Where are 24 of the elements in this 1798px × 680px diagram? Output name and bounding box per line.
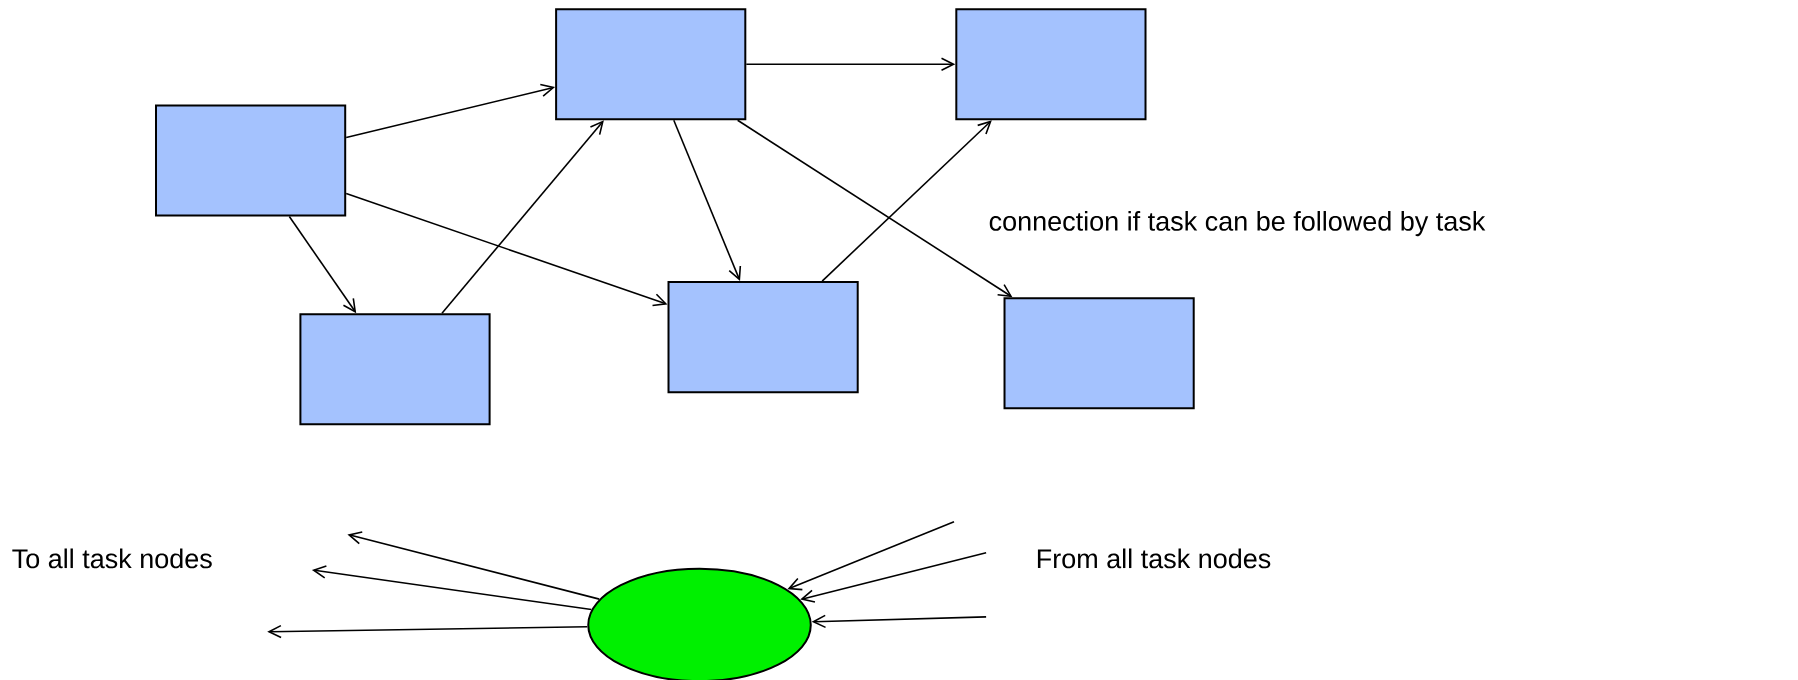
arrow <box>673 119 742 282</box>
arrow <box>736 119 1013 298</box>
arrow <box>267 624 589 639</box>
task-box <box>667 281 859 394</box>
arrow <box>288 215 357 314</box>
label-text: connection if task can be followed by task <box>989 211 1486 237</box>
arrow <box>347 531 601 600</box>
arrow <box>800 551 987 603</box>
task-box <box>1003 297 1195 410</box>
task-box <box>555 8 747 121</box>
arrow <box>745 57 956 71</box>
arrow <box>787 520 955 591</box>
arrow <box>345 83 556 139</box>
label-text: From all task nodes <box>1037 548 1271 569</box>
task-box <box>155 104 347 217</box>
arrow <box>811 614 987 629</box>
ellipse-node <box>587 567 812 680</box>
arrow <box>821 120 992 282</box>
task-box <box>955 8 1147 121</box>
arrow <box>441 120 604 314</box>
task-box <box>299 313 491 426</box>
label-text: To all task nodes <box>12 548 212 569</box>
arrow <box>345 192 668 307</box>
arrow <box>311 565 593 611</box>
